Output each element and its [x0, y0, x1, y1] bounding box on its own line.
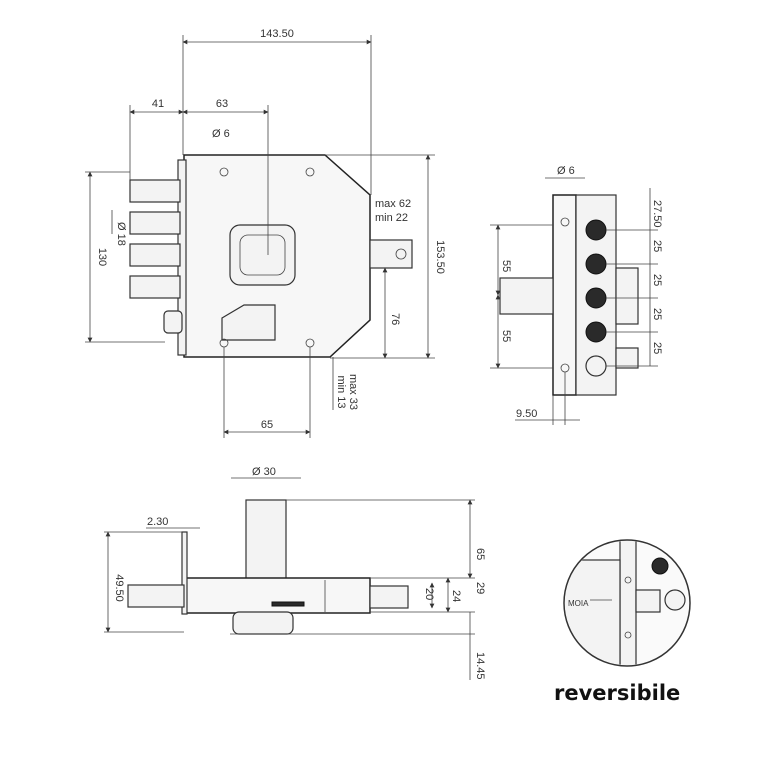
bolt-head [585, 321, 607, 343]
top-dim-20: 20 [423, 588, 435, 600]
side-dim-25c: 25 [651, 308, 663, 320]
dim-width-total: 143.50 [260, 28, 294, 40]
cylinder-body [245, 499, 287, 586]
keyhole-plate [229, 224, 296, 286]
dim-65: 65 [261, 419, 273, 431]
dim-bolt-dia: Ø 18 [115, 222, 127, 246]
latch-tongue [369, 239, 413, 269]
reversible-detail: MOIA [563, 539, 691, 667]
lock-case-top [185, 577, 371, 614]
front-view: 143.50 41 63 Ø 6 Ø 18 130 153.50 max 62 … [85, 28, 446, 438]
screw-hole [305, 167, 315, 177]
bolt-head [585, 219, 607, 241]
dim-hole-dia: Ø 6 [212, 128, 230, 140]
side-dim-27: 27.50 [651, 200, 663, 228]
bolt-head [585, 287, 607, 309]
dim-offset-41: 41 [152, 98, 164, 110]
side-dim-25a: 25 [651, 240, 663, 252]
side-view: Ø 6 27.50 25 25 25 25 55 55 9.50 [490, 165, 663, 425]
bolt-head [585, 253, 607, 275]
side-dim-depth: 9.50 [516, 408, 537, 420]
dim-height-130: 130 [96, 248, 108, 266]
side-latch [499, 277, 554, 315]
detail-label: MOIA [568, 599, 589, 608]
bolt-hole [585, 355, 607, 377]
top-view: Ø 30 2.30 49.50 65 29 20 24 14.45 [104, 466, 486, 680]
side-plate [552, 194, 577, 396]
bolt-top [127, 584, 185, 608]
top-dim-14: 14.45 [474, 652, 486, 680]
follower [221, 304, 276, 341]
bolts [129, 179, 183, 334]
dim-backset-min: min 22 [375, 212, 408, 224]
forend-top [181, 531, 188, 615]
side-dim-55-top: 55 [500, 260, 512, 272]
dim-lower-max: max 33 [347, 374, 359, 410]
side-dim-55-bottom: 55 [500, 330, 512, 342]
top-dim-24: 24 [450, 590, 462, 602]
dim-lower-min: min 13 [335, 375, 347, 408]
dim-height-153: 153.50 [434, 240, 446, 274]
top-dim-65: 65 [474, 548, 486, 560]
screw-hole [219, 167, 229, 177]
dim-76: 76 [389, 313, 401, 325]
side-dim-25d: 25 [651, 342, 663, 354]
top-dim-plate: 2.30 [147, 516, 168, 528]
dim-backset-max: max 62 [375, 198, 411, 210]
top-dim-29: 29 [474, 582, 486, 594]
side-dim-hole: Ø 6 [557, 165, 575, 177]
screw-hole [560, 217, 570, 227]
caption-reversibile: reversibile [554, 681, 680, 705]
side-dim-25b: 25 [651, 274, 663, 286]
top-dim-49: 49.50 [113, 574, 125, 602]
dim-offset-63: 63 [216, 98, 228, 110]
top-dim-cylinder: Ø 30 [252, 466, 276, 478]
